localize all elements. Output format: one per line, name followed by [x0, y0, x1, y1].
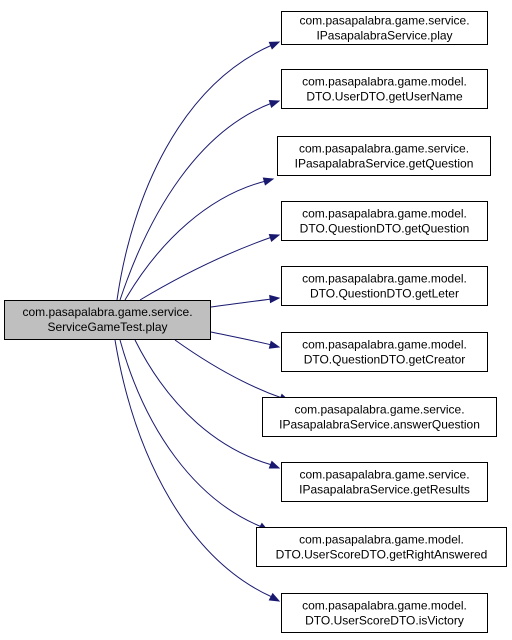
- root-node-label-line-2: ServiceGameTest.play: [47, 320, 167, 334]
- edge-root-to-getCreator: [210, 331, 281, 349]
- callee-node-getLeter[interactable]: com.pasapalabra.game.model.DTO.QuestionD…: [281, 266, 488, 306]
- edge-root-to-getUserName: [119, 99, 281, 301]
- callee-node-label-line-1: com.pasapalabra.game.service.: [299, 142, 469, 156]
- edge-arrowhead-icon: [262, 177, 275, 186]
- callee-node-label-line-2: DTO.QuestionDTO.getCreator: [304, 353, 466, 367]
- edge-root-to-getLeter: [210, 294, 281, 308]
- edge-line: [114, 339, 273, 598]
- callee-node-label-line-1: com.pasapalabra.game.model.: [302, 599, 467, 613]
- callee-node-label-line-2: IPasapalabraService.play: [316, 29, 452, 43]
- callee-node-label-line-2: DTO.UserScoreDTO.getRightAnswered: [276, 548, 488, 562]
- callee-node-play[interactable]: com.pasapalabra.game.service.IPasapalabr…: [281, 11, 488, 45]
- callee-node-label-line-2: DTO.UserDTO.getUserName: [306, 90, 463, 104]
- callee-node-getUserName[interactable]: com.pasapalabra.game.model.DTO.UserDTO.g…: [281, 69, 488, 109]
- edge-root-to-isVictory: [114, 339, 281, 602]
- edge-arrowhead-icon: [268, 592, 281, 602]
- callee-node-label-line-1: com.pasapalabra.game.model.: [302, 338, 467, 352]
- edge-arrowhead-icon: [269, 294, 281, 304]
- edge-line: [174, 339, 283, 399]
- callee-node-label-line-1: com.pasapalabra.game.service.: [294, 403, 464, 417]
- callee-node-label-line-2: IPasapalabraService.getResults: [299, 483, 470, 497]
- callee-node-label-line-1: com.pasapalabra.game.model.: [302, 272, 467, 286]
- edge-line: [119, 102, 273, 301]
- edge-root-to-getQuestion-dto: [139, 233, 281, 301]
- callee-node-label-line-1: com.pasapalabra.game.service.: [299, 14, 469, 28]
- callee-node-getQuestion-dto[interactable]: com.pasapalabra.game.model.DTO.QuestionD…: [281, 201, 488, 241]
- edge-root-to-getResults: [134, 339, 281, 469]
- callee-node-box: [281, 266, 488, 306]
- callee-node-box: [262, 397, 497, 437]
- edge-root-to-answerQuestion: [174, 339, 291, 402]
- callee-node-box: [281, 332, 488, 372]
- callee-node-box: [281, 11, 488, 45]
- callee-node-getRightAnswered[interactable]: com.pasapalabra.game.model.DTO.UserScore…: [256, 527, 507, 567]
- callee-node-getQuestion-service[interactable]: com.pasapalabra.game.service.IPasapalabr…: [277, 136, 491, 176]
- callee-node-label-line-2: IPasapalabraService.getQuestion: [295, 157, 474, 171]
- callee-node-label-line-1: com.pasapalabra.game.model.: [299, 533, 464, 547]
- callee-node-label-line-2: DTO.UserScoreDTO.isVictory: [305, 614, 464, 628]
- edge-line: [139, 236, 273, 301]
- callee-node-isVictory[interactable]: com.pasapalabra.game.model.DTO.UserScore…: [281, 593, 488, 633]
- edge-root-to-play: [116, 41, 281, 301]
- callee-nodes: com.pasapalabra.game.service.IPasapalabr…: [256, 11, 507, 633]
- callee-node-box: [281, 462, 488, 502]
- callee-node-box: [256, 527, 507, 567]
- edge-arrowhead-icon: [268, 233, 281, 242]
- root-node-service-game-test-play[interactable]: com.pasapalabra.game.service. ServiceGam…: [4, 300, 211, 340]
- callee-node-label-line-1: com.pasapalabra.game.model.: [302, 75, 467, 89]
- edge-arrowhead-icon: [268, 99, 281, 108]
- edge-root-to-getQuestion-service: [124, 177, 275, 301]
- edge-arrowhead-icon: [268, 340, 281, 349]
- edge-line: [210, 331, 273, 346]
- edge-arrowhead-icon: [268, 460, 281, 469]
- callee-node-getResults[interactable]: com.pasapalabra.game.service.IPasapalabr…: [281, 462, 488, 502]
- callee-node-box: [281, 593, 488, 633]
- callee-node-answerQuestion[interactable]: com.pasapalabra.game.service.IPasapalabr…: [262, 397, 497, 437]
- root-node-label-line-1: com.pasapalabra.game.service.: [22, 305, 192, 319]
- edge-line: [210, 298, 273, 308]
- callee-node-label-line-1: com.pasapalabra.game.service.: [299, 468, 469, 482]
- edge-root-to-getRightAnswered: [119, 339, 270, 532]
- edge-line: [124, 180, 267, 301]
- callee-node-label-line-1: com.pasapalabra.game.model.: [302, 207, 467, 221]
- callee-node-box: [277, 136, 491, 176]
- root-node-box: [4, 300, 211, 340]
- callee-node-label-line-2: DTO.QuestionDTO.getLeter: [310, 287, 459, 301]
- edge-line: [116, 44, 273, 301]
- edge-arrowhead-icon: [268, 41, 281, 50]
- callee-node-label-line-2: DTO.QuestionDTO.getQuestion: [300, 222, 470, 236]
- callee-node-label-line-2: IPasapalabraService.answerQuestion: [279, 418, 480, 432]
- callee-node-getCreator[interactable]: com.pasapalabra.game.model.DTO.QuestionD…: [281, 332, 488, 372]
- callee-node-box: [281, 201, 488, 241]
- edge-line: [119, 339, 263, 528]
- callee-node-box: [281, 69, 488, 109]
- edge-line: [134, 339, 273, 466]
